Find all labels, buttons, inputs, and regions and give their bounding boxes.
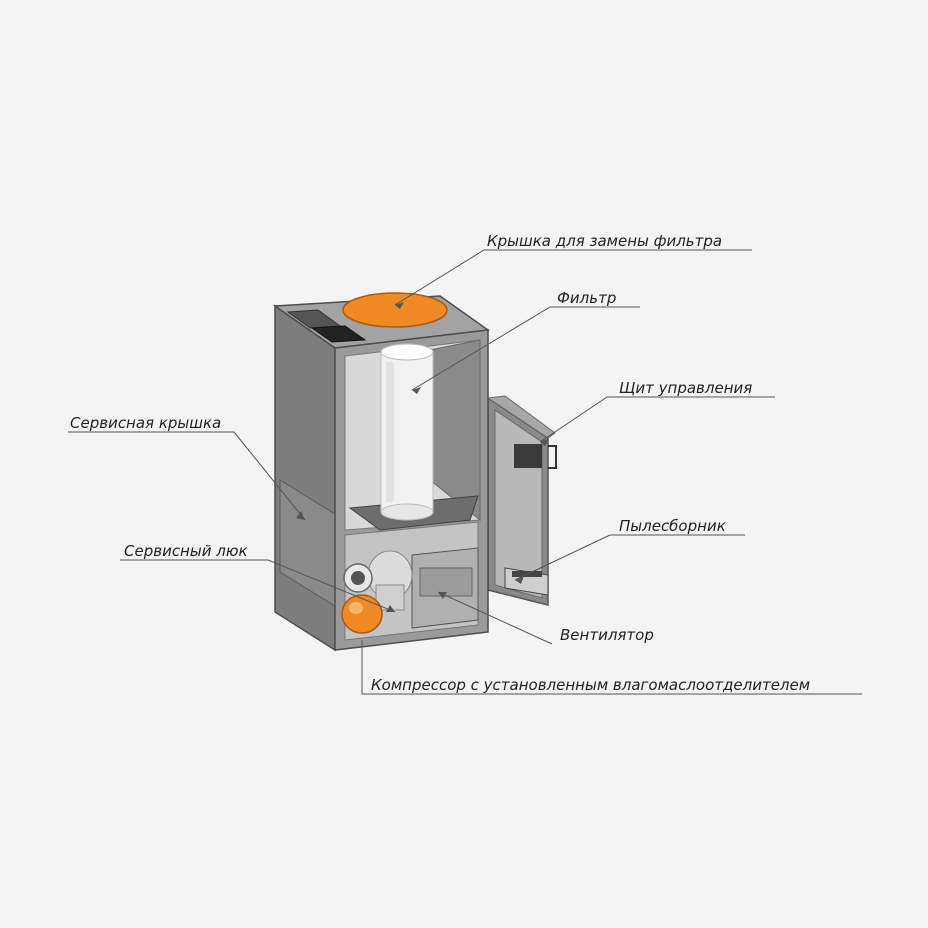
main-housing xyxy=(272,292,491,652)
label-fan: Вентилятор xyxy=(560,626,654,644)
leader-service-hatch xyxy=(120,559,396,613)
leader-filter xyxy=(411,306,640,391)
label-service-cover: Сервисная крышка xyxy=(70,414,222,432)
filter-cover xyxy=(342,292,448,328)
leader-service-cover xyxy=(68,431,306,521)
label-control-panel: Щит управления xyxy=(619,379,753,397)
leader-filter-cover xyxy=(394,249,752,306)
leader-heads xyxy=(296,302,549,612)
right-cabinet xyxy=(486,395,557,606)
label-service-hatch: Сервисный люк xyxy=(124,542,248,560)
label-filter-cover: Крышка для замены фильтра xyxy=(487,232,723,250)
leader-compressor xyxy=(361,640,862,695)
leader-fan xyxy=(437,591,553,645)
compressor-separator xyxy=(341,594,383,634)
leader-lines xyxy=(68,249,862,695)
leader-dust-collector xyxy=(514,534,745,581)
label-filter: Фильтр xyxy=(557,289,617,307)
control-panel-box xyxy=(514,444,542,468)
label-compressor: Компрессор с установленным влагомаслоотд… xyxy=(371,676,811,694)
label-dust-collector: Пылесборник xyxy=(619,517,726,535)
leader-control-panel xyxy=(539,396,775,443)
